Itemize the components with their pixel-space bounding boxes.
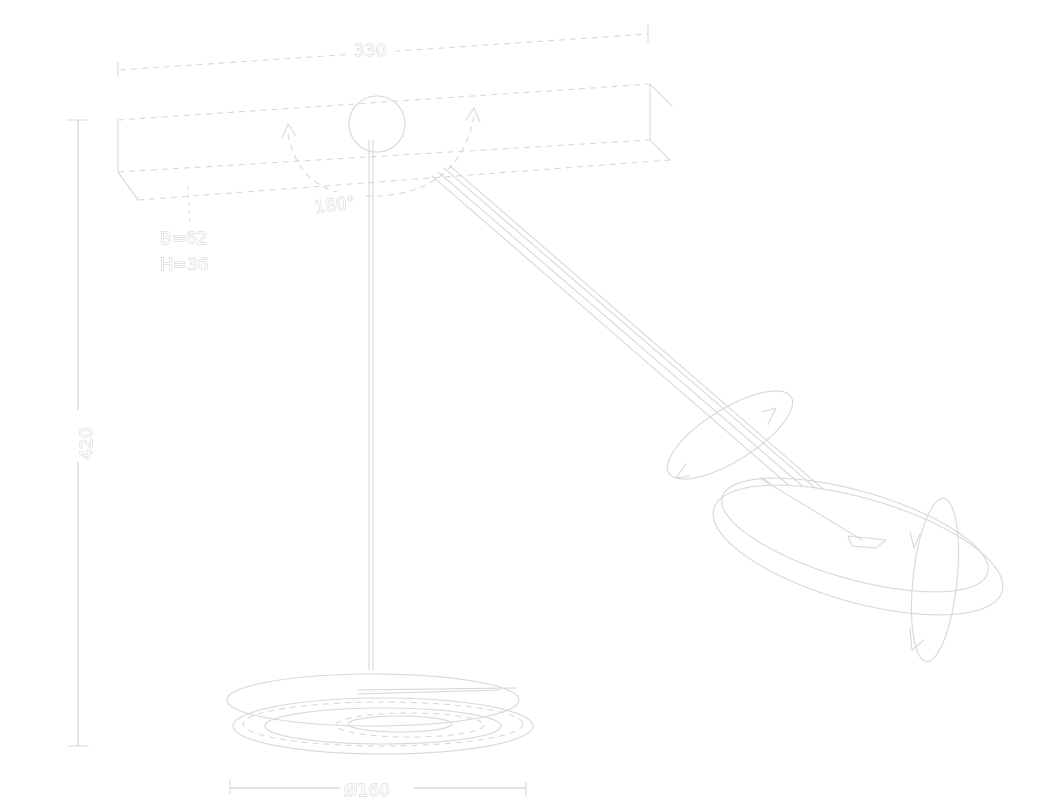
angled-arm [431,165,869,541]
section-labels: B=62 H=36 [160,229,210,276]
rotated-base [712,477,1004,663]
height-label: 420 [77,428,97,460]
width-dimension: 330 [117,23,649,77]
main-base [226,673,534,755]
arm-rotation-ring [666,390,794,480]
diameter-dimension: Ø160 [229,779,527,801]
width-label: 330 [354,41,386,61]
depth-label: B=62 [160,229,208,249]
height-dimension: 420 [67,119,97,747]
rotation-label: 180° [313,193,356,219]
thickness-label: H=36 [160,255,209,275]
rotation-indicator: 180° [281,107,481,219]
lamp-head [117,83,673,227]
base-diameter-label: Ø160 [344,781,390,801]
vertical-stem [368,139,374,671]
